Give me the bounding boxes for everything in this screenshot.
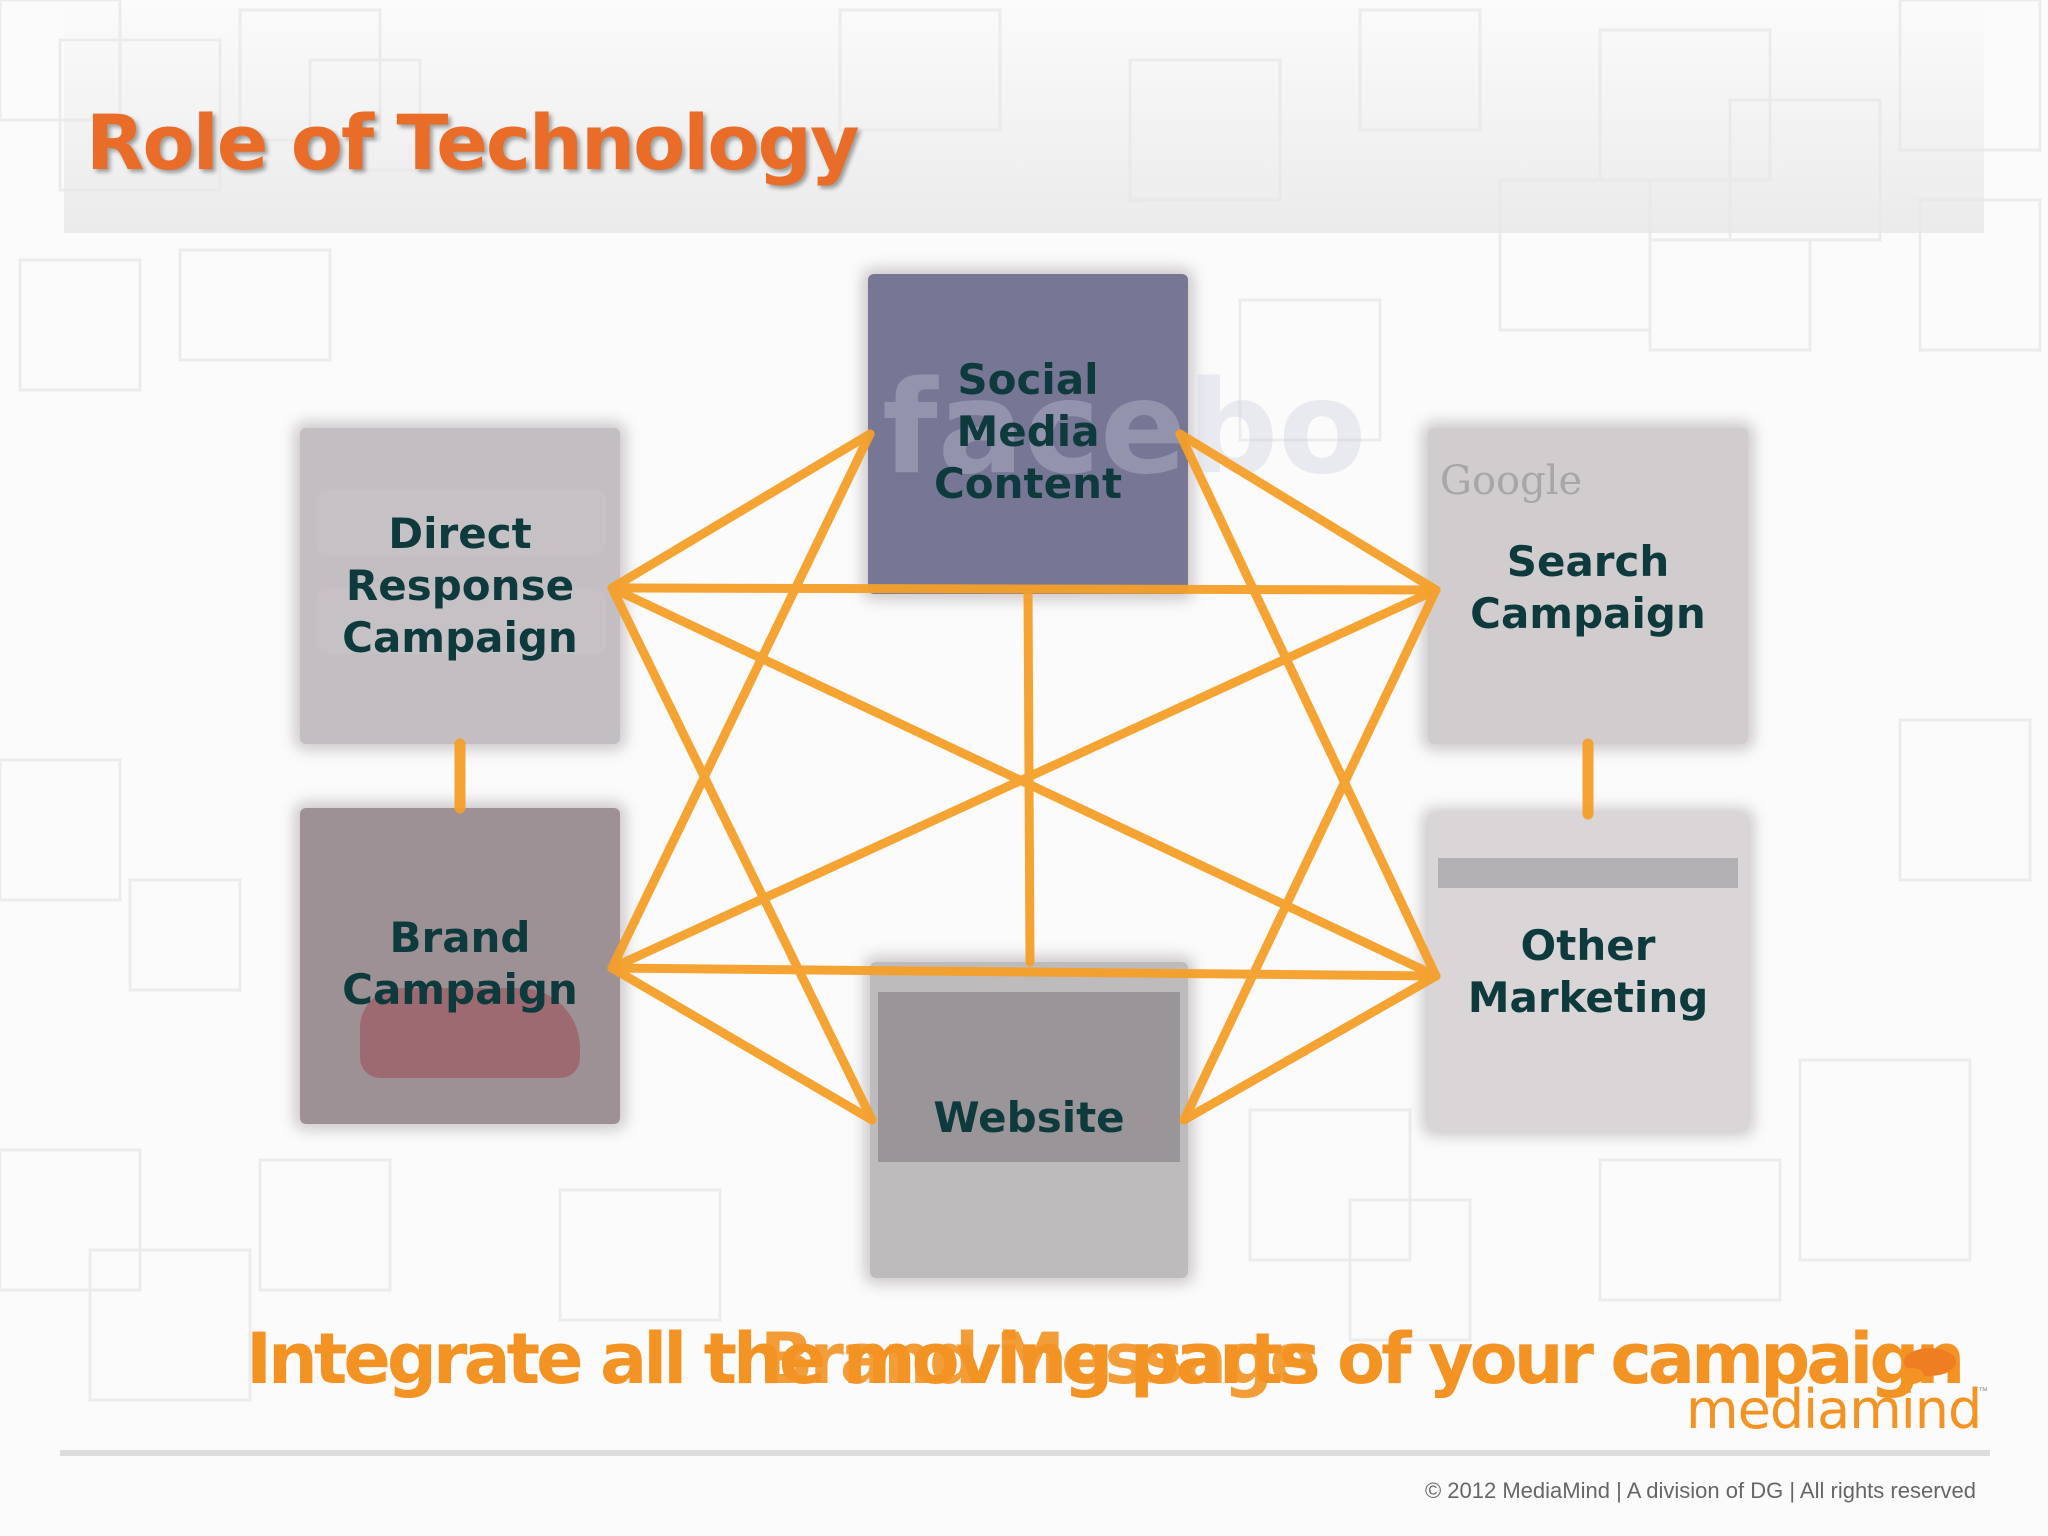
website-hero-graphic [878, 992, 1180, 1162]
title-band [64, 0, 1984, 233]
header-bar-graphic [1438, 858, 1738, 888]
node-label: Social Media Content [933, 355, 1123, 508]
connector-socialR-other [1175, 429, 1441, 981]
locate-dealer-button-graphic [316, 490, 606, 556]
connector-brand-other [607, 963, 1441, 981]
connector-socialB-webT [1023, 585, 1035, 967]
node-brand-campaign: Brand Campaign [300, 808, 620, 1124]
node-label: Website [933, 1093, 1125, 1142]
connector-other-webR [1179, 971, 1441, 1125]
node-label: Brand Campaign [342, 913, 578, 1014]
caption-integrate: Integrate all the moving parts of your c… [246, 1318, 1965, 1400]
slide-title: Role of Technology [86, 98, 859, 187]
connector-direct-webL [607, 583, 877, 1125]
node-social-media-content: facebo Social Media Content [868, 274, 1366, 594]
connector-brand-webL [607, 963, 877, 1125]
logo-wordmark: mediamind [1686, 1378, 1982, 1441]
connector-socialL-direct [607, 429, 875, 593]
shop-gmc-button-graphic [316, 588, 606, 654]
node-label: Other Marketing [1467, 921, 1709, 1022]
copyright-text: © 2012 MediaMind | A division of DG | Al… [1424, 1478, 1976, 1503]
node-search-campaign: Google Search Campaign [1428, 428, 1748, 744]
node-other-marketing: Other Marketing [1428, 814, 1748, 1130]
connector-search-webR [1179, 585, 1441, 1125]
facebook-logo-watermark: facebo [882, 354, 1367, 503]
connector-brand-search [607, 585, 1441, 973]
car-illustration [360, 988, 580, 1078]
google-logo-watermark: Google [1440, 458, 1583, 504]
logo-trademark: ™ [1978, 1386, 1988, 1397]
mediamind-bubble-icon [1900, 1348, 1956, 1384]
connector-socialR-search [1175, 429, 1441, 595]
node-website: Website [870, 962, 1188, 1278]
connector-socialL-brand [607, 429, 875, 973]
node-direct-response-campaign: Direct Response Campaign [300, 428, 620, 744]
caption-brand-message: Brand Message [760, 1318, 1317, 1400]
node-label: Direct Response Campaign [342, 509, 578, 662]
node-label: Search Campaign [1470, 537, 1706, 638]
footer-rule [60, 1450, 1990, 1456]
